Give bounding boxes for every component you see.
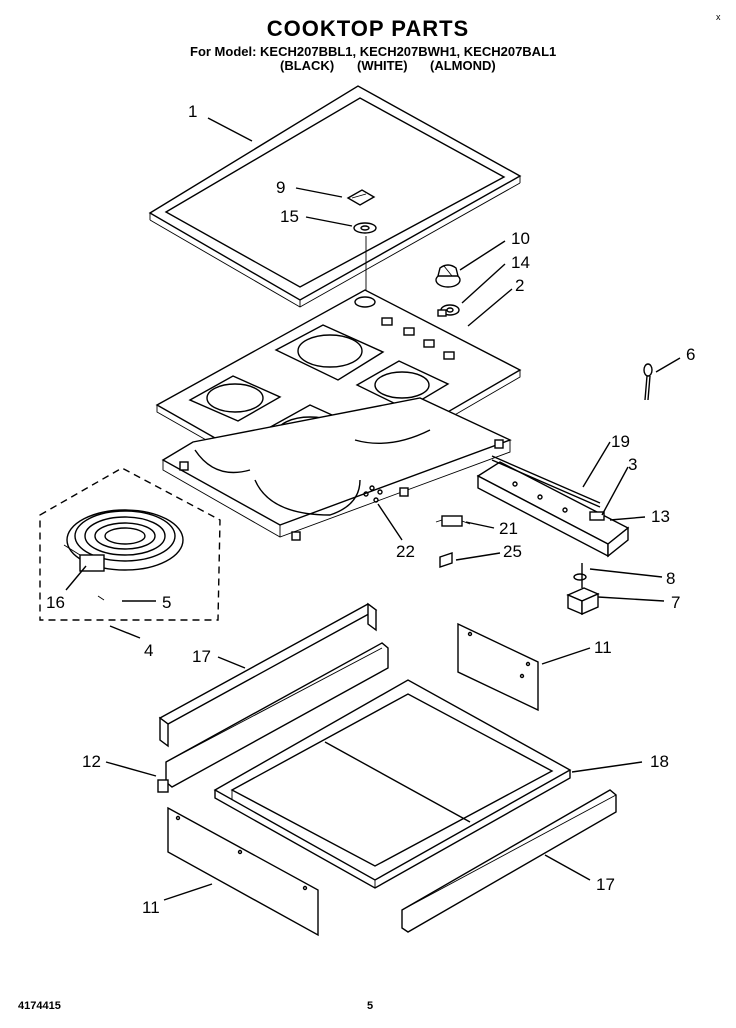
callout-1: 1 <box>188 102 197 121</box>
callout-17-upper: 17 <box>192 647 211 666</box>
part-10-knob-drawing <box>435 264 461 288</box>
part-3-control-panel-drawing <box>476 455 630 558</box>
part-7-switch-drawing <box>566 563 600 616</box>
callout-6: 6 <box>686 345 695 364</box>
part-8-seal-drawing <box>573 573 587 581</box>
callout-11-lower: 11 <box>142 898 160 917</box>
callout-25: 25 <box>503 542 522 561</box>
callout-18: 18 <box>650 752 669 771</box>
callout-7: 7 <box>671 593 680 612</box>
part-22-burner-box-drawing <box>161 397 512 541</box>
part-1-frame-drawing <box>148 85 522 308</box>
callout-15: 15 <box>280 207 299 226</box>
part-11-lower-panel-drawing <box>167 806 319 937</box>
callout-3: 3 <box>628 455 637 474</box>
callout-2: 2 <box>515 276 524 295</box>
part-6-sensor-drawing <box>643 363 653 401</box>
document-code: 4174415 <box>18 1000 61 1012</box>
part-25-clip-drawing <box>439 552 453 568</box>
callout-16: 16 <box>46 593 65 612</box>
callout-19: 19 <box>611 432 630 451</box>
corner-mark: x <box>716 12 721 22</box>
part-4-element-assembly-drawing <box>39 467 221 621</box>
callout-5: 5 <box>162 593 171 612</box>
callout-8: 8 <box>666 569 675 588</box>
page-number: 5 <box>367 1000 374 1012</box>
part-18-base-drawing <box>213 679 572 889</box>
color-almond: (ALMOND) <box>430 58 496 73</box>
page-title: COOKTOP PARTS <box>266 16 470 41</box>
callout-22: 22 <box>396 542 415 561</box>
leader-lines <box>65 117 681 901</box>
callout-21: 21 <box>499 519 518 538</box>
callout-9: 9 <box>276 178 285 197</box>
callout-14: 14 <box>511 253 530 272</box>
color-white: (WHITE) <box>357 58 408 73</box>
callout-13: 13 <box>651 507 670 526</box>
part-11-right-panel-drawing <box>457 622 539 712</box>
model-list: For Model: KECH207BBL1, KECH207BWH1, KEC… <box>190 44 557 59</box>
part-21-harness-drawing <box>435 515 471 527</box>
callout-labels: 1 9 15 10 14 2 6 19 3 13 21 22 25 8 7 16… <box>46 102 695 917</box>
part-12-bracket-drawing <box>157 642 389 793</box>
part-17-lower-trim-drawing <box>401 789 617 933</box>
callout-17-lower: 17 <box>596 875 615 894</box>
color-black: (BLACK) <box>280 58 335 73</box>
callout-10: 10 <box>511 229 530 248</box>
callout-12: 12 <box>82 752 101 771</box>
part-17-upper-trim-drawing <box>158 602 378 748</box>
callout-4: 4 <box>144 641 153 660</box>
callout-11-right: 11 <box>594 638 612 657</box>
